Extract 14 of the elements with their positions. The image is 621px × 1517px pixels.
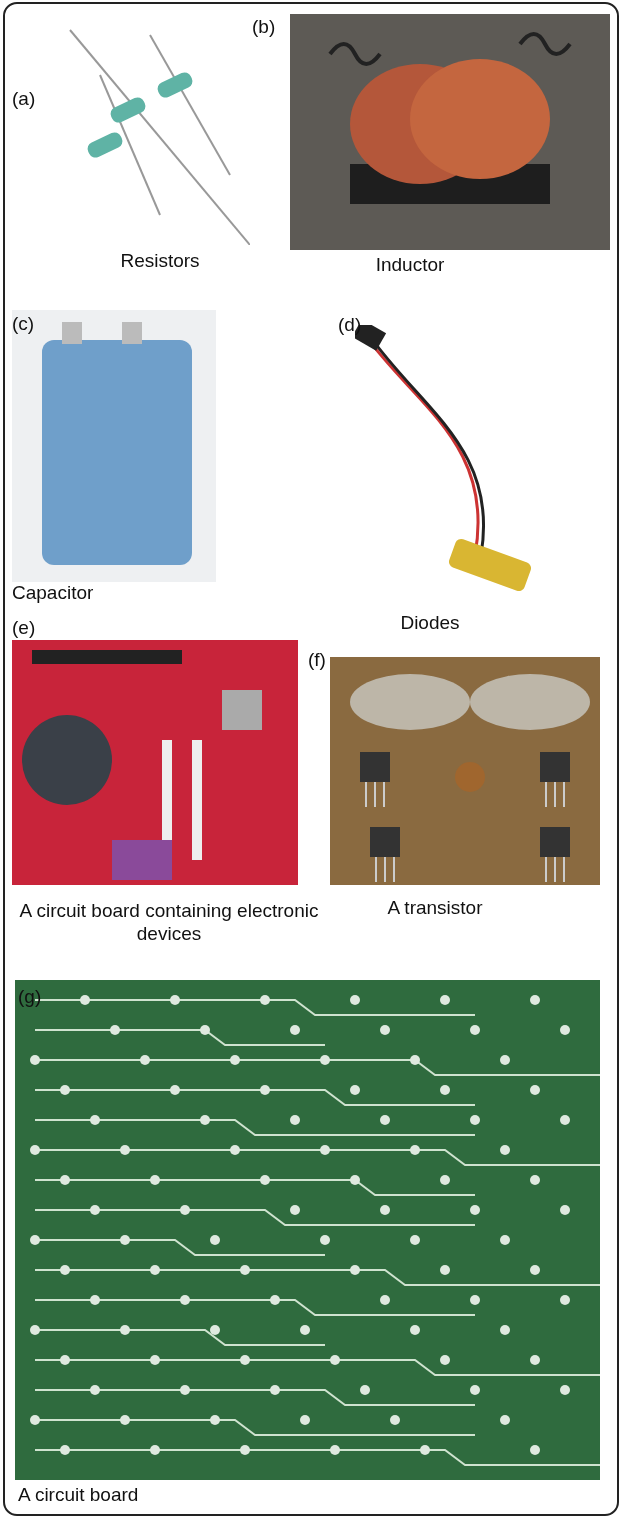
caption: Resistors <box>119 250 201 273</box>
caption: Capacitor <box>12 582 95 605</box>
panel-letter: (e) <box>12 617 37 640</box>
caption: Inductor <box>374 254 446 277</box>
panel-letter: (a) <box>12 88 37 111</box>
caption: A transistor <box>386 897 484 920</box>
panel-letter: (g) <box>18 986 43 1009</box>
panel-letter: (f) <box>308 649 327 672</box>
panel-letter: (b) <box>252 16 277 39</box>
caption: Diodes <box>399 612 461 635</box>
caption: A circuit board containing electronic devices <box>18 900 320 946</box>
panel-letter: (c) <box>12 313 36 336</box>
panel-letter: (d) <box>338 314 363 337</box>
caption: A circuit board <box>18 1484 140 1507</box>
